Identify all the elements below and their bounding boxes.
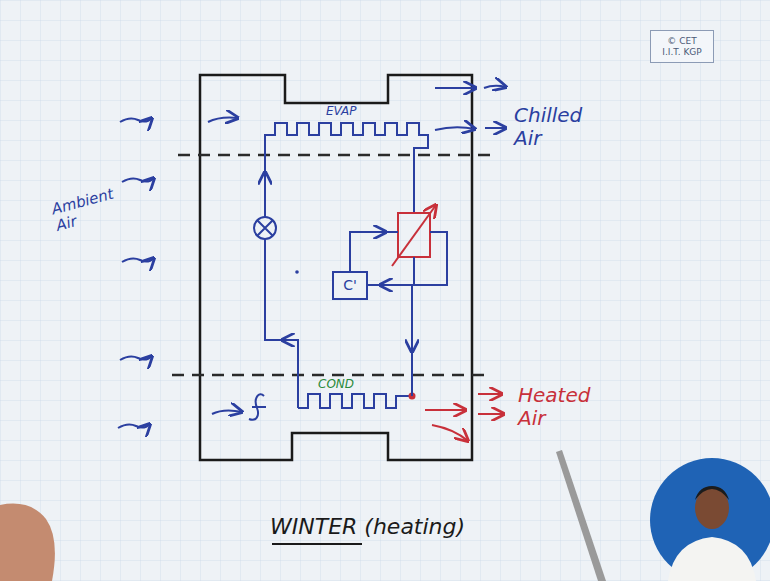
watermark-box: © CET I.I.T. KGP — [650, 30, 714, 63]
flow-arrow — [380, 284, 392, 286]
flow-arrow — [264, 172, 266, 190]
evaporator-label: EVAP — [326, 105, 356, 119]
air-arrow — [485, 127, 506, 129]
presenter-body — [668, 537, 756, 581]
air-arrow — [208, 118, 238, 123]
node-text: © CET I.I.T. KGP — [657, 36, 707, 57]
evaporator-coil — [265, 123, 428, 217]
air-arrow — [122, 178, 154, 182]
flow-arrow — [282, 339, 295, 341]
compressor-box: C' — [332, 271, 368, 300]
air-arrow — [478, 393, 502, 395]
presenter-inset — [650, 458, 770, 581]
fan-symbol — [249, 394, 266, 419]
expansion-valve — [254, 217, 276, 239]
valve-arrow — [392, 205, 436, 266]
flow-arrow — [411, 335, 413, 352]
expansion-valve-cross — [257, 220, 273, 236]
air-arrow — [432, 425, 468, 441]
presenter-head — [695, 487, 729, 529]
air-arrow — [435, 87, 476, 89]
hand — [0, 504, 55, 581]
air-arrow — [122, 258, 154, 262]
refrigerant-line — [265, 239, 298, 408]
flow-arrow — [372, 231, 386, 233]
partition-line — [172, 374, 492, 377]
caption: WINTER (heating) — [270, 514, 465, 539]
presenter-hair — [695, 486, 729, 500]
air-arrow — [435, 127, 475, 130]
air-label: Chilled Air — [514, 104, 600, 150]
condenser-label: COND — [318, 378, 354, 392]
refrigerant-line — [368, 232, 447, 285]
air-arrow — [478, 413, 504, 415]
air-arrow — [120, 356, 152, 360]
refrigerant-line — [412, 257, 414, 396]
air-arrow — [118, 424, 150, 428]
air-arrow — [425, 409, 466, 411]
housing-outline — [200, 75, 472, 460]
condenser-coil — [298, 394, 412, 408]
dot — [295, 270, 299, 274]
node-text: C' — [343, 277, 357, 293]
underline — [272, 543, 362, 545]
air-label: Heated Air — [518, 384, 604, 430]
refrigerant-line — [350, 232, 398, 271]
pen — [556, 450, 606, 581]
air-arrow — [484, 86, 506, 88]
air-arrow — [120, 118, 152, 122]
partition-line — [178, 154, 492, 157]
air-arrow — [212, 410, 242, 414]
